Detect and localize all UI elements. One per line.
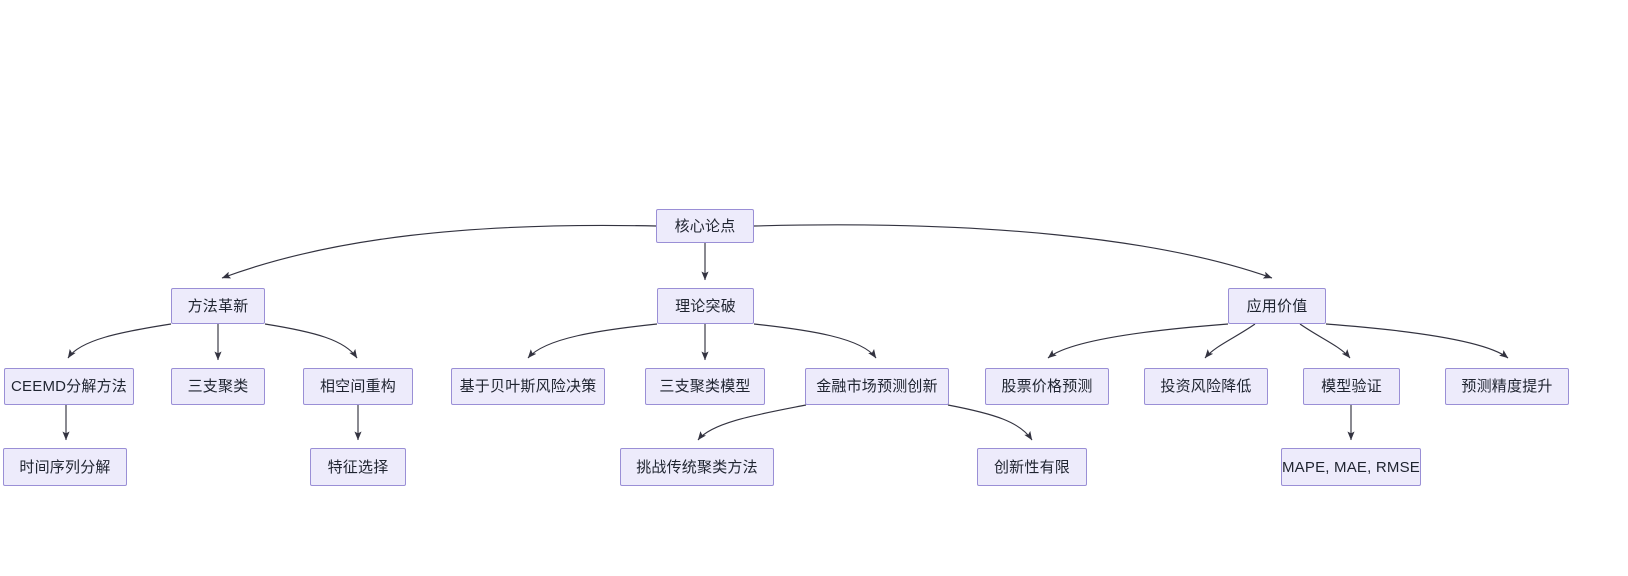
edge-value-to-stock: [1047, 323, 1229, 359]
node-limited-label: 创新性有限: [993, 458, 1070, 476]
edge-finance-to-challenge: [697, 404, 807, 441]
node-stock-label: 股票价格预测: [1001, 378, 1093, 395]
edge-finance-to-limited: [947, 404, 1033, 441]
node-bayes-label: 基于贝叶斯风险决策: [459, 378, 597, 395]
node-threeway-label: 三支聚类: [187, 378, 249, 395]
node-metrics-label: MAPE, MAE, RMSE: [1281, 458, 1421, 476]
edge-root-to-value: [753, 224, 1273, 279]
node-ceemd-label: CEEMD分解方法: [11, 378, 127, 395]
node-risk-label: 投资风险降低: [1160, 378, 1252, 395]
edge-root-to-method: [221, 224, 657, 279]
node-ceemd[interactable]: CEEMD分解方法: [4, 368, 134, 405]
node-root-label: 核心论点: [674, 217, 736, 235]
node-threeway[interactable]: 三支聚类: [171, 368, 265, 405]
edge-theory-to-finance: [753, 323, 877, 359]
node-theory-label: 理论突破: [675, 297, 736, 315]
edge-method-to-phase: [264, 323, 358, 359]
node-finance-label: 金融市场预测创新: [816, 378, 938, 395]
node-validate[interactable]: 模型验证: [1303, 368, 1400, 405]
edge-value-to-risk: [1204, 323, 1256, 359]
node-challenge[interactable]: 挑战传统聚类方法: [620, 448, 774, 486]
node-feature[interactable]: 特征选择: [310, 448, 406, 486]
node-accuracy-label: 预测精度提升: [1461, 378, 1553, 395]
node-method[interactable]: 方法革新: [171, 288, 265, 324]
node-finance[interactable]: 金融市场预测创新: [805, 368, 949, 405]
node-tsdecomp-label: 时间序列分解: [19, 458, 111, 476]
node-metrics[interactable]: MAPE, MAE, RMSE: [1281, 448, 1421, 486]
node-theory[interactable]: 理论突破: [657, 288, 754, 324]
node-challenge-label: 挑战传统聚类方法: [636, 458, 758, 476]
edge-method-to-ceemd: [67, 323, 172, 359]
node-bayes[interactable]: 基于贝叶斯风险决策: [451, 368, 605, 405]
node-risk[interactable]: 投资风险降低: [1144, 368, 1268, 405]
node-accuracy[interactable]: 预测精度提升: [1445, 368, 1569, 405]
node-method-label: 方法革新: [187, 297, 249, 315]
node-tsdecomp[interactable]: 时间序列分解: [3, 448, 127, 486]
node-value-label: 应用价值: [1246, 297, 1308, 315]
node-limited[interactable]: 创新性有限: [977, 448, 1087, 486]
node-stock[interactable]: 股票价格预测: [985, 368, 1109, 405]
node-validate-label: 模型验证: [1321, 378, 1382, 395]
node-twmodel-label: 三支聚类模型: [659, 378, 751, 395]
node-feature-label: 特征选择: [327, 458, 389, 476]
node-root[interactable]: 核心论点: [656, 209, 754, 243]
node-phase[interactable]: 相空间重构: [303, 368, 413, 405]
node-twmodel[interactable]: 三支聚类模型: [645, 368, 765, 405]
node-phase-label: 相空间重构: [319, 378, 396, 395]
edge-value-to-accuracy: [1325, 323, 1509, 359]
edge-theory-to-bayes: [527, 323, 658, 359]
edge-value-to-validate: [1299, 323, 1351, 359]
node-value[interactable]: 应用价值: [1228, 288, 1326, 324]
